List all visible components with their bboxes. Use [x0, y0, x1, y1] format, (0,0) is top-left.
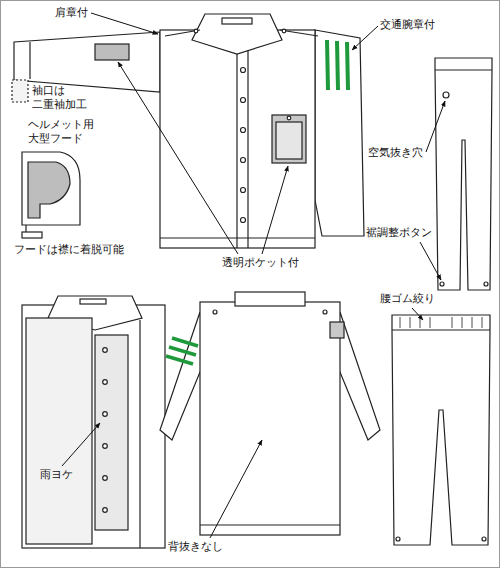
- armband-stripes: [327, 40, 348, 90]
- armband-stripes-back: [166, 338, 198, 364]
- jacket-inside: [22, 296, 165, 548]
- leader-lines: [62, 13, 445, 538]
- callout-label: ヘルメット用 大型フード: [28, 118, 94, 146]
- pants-back: [392, 315, 490, 545]
- callout-label: 透明ポケット付: [222, 256, 299, 270]
- helmet-hood: [22, 152, 80, 238]
- callout-label: 雨ヨケ: [40, 468, 73, 482]
- callout-label: フードは襟に着脱可能: [14, 243, 124, 257]
- callout-label: 背抜きなし: [168, 540, 223, 554]
- pants-front: [435, 58, 492, 290]
- jacket-back: [160, 292, 380, 535]
- callout-label: 空気抜き穴: [368, 146, 423, 160]
- callout-label: 交通腕章付: [380, 18, 435, 32]
- callout-label: 腰ゴム絞り: [380, 292, 435, 306]
- jacket-front: [12, 14, 364, 248]
- callout-label: 裾調整ボタン: [366, 226, 432, 240]
- callout-label: 袖口は 二重袖加工: [32, 84, 87, 112]
- callout-label: 肩章付: [55, 6, 88, 20]
